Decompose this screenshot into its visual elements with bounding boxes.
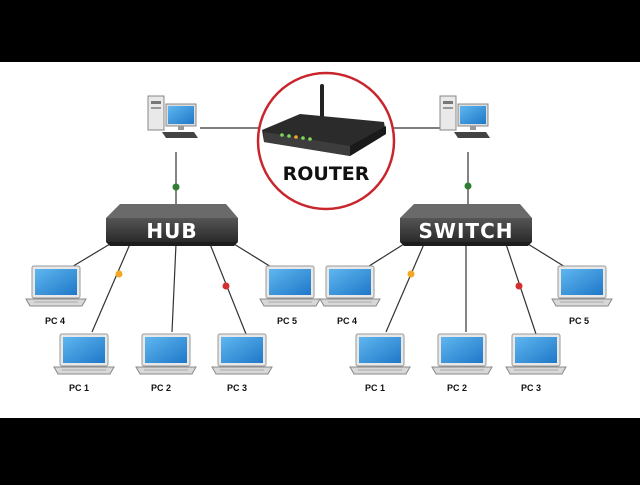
- hub-pc-label: PC 3: [226, 383, 247, 393]
- link-led-yellow: [115, 270, 123, 278]
- switch-pc-label: PC 5: [568, 316, 589, 326]
- router-group: [256, 71, 396, 211]
- switch-pc-label: PC 3: [520, 383, 541, 393]
- switch-pc-label: PC 2: [446, 383, 467, 393]
- laptop-icon: [53, 333, 115, 375]
- link-led-red: [222, 282, 230, 290]
- hub-label: HUB: [146, 219, 198, 243]
- switch-links: [365, 243, 571, 335]
- hub-pc-label: PC 1: [68, 383, 89, 393]
- link-led-yellow: [407, 270, 415, 278]
- switch-label: SWITCH: [418, 219, 514, 243]
- hub-pc-label: PC 2: [150, 383, 171, 393]
- hub-device: [106, 204, 238, 246]
- laptop-icon: [431, 333, 493, 375]
- laptop-icon: [135, 333, 197, 375]
- link-led-green: [172, 183, 180, 191]
- laptop-icon: [319, 265, 381, 307]
- laptop-icon: [551, 265, 613, 307]
- switch-device: [400, 204, 532, 246]
- switch-pc-label: PC 4: [336, 316, 357, 326]
- hub-pc-label: PC 5: [276, 316, 297, 326]
- laptop-icon: [25, 265, 87, 307]
- laptop-icon: [259, 265, 321, 307]
- router-device-icon: [262, 114, 386, 156]
- link-led-green: [464, 182, 472, 190]
- laptop-icon: [211, 333, 273, 375]
- switch-pc-label: PC 1: [364, 383, 385, 393]
- router-label: ROUTER: [282, 163, 370, 185]
- hub-pc-label: PC 4: [44, 316, 65, 326]
- link-led-red: [515, 282, 523, 290]
- laptop-icon: [349, 333, 411, 375]
- laptop-icon: [505, 333, 567, 375]
